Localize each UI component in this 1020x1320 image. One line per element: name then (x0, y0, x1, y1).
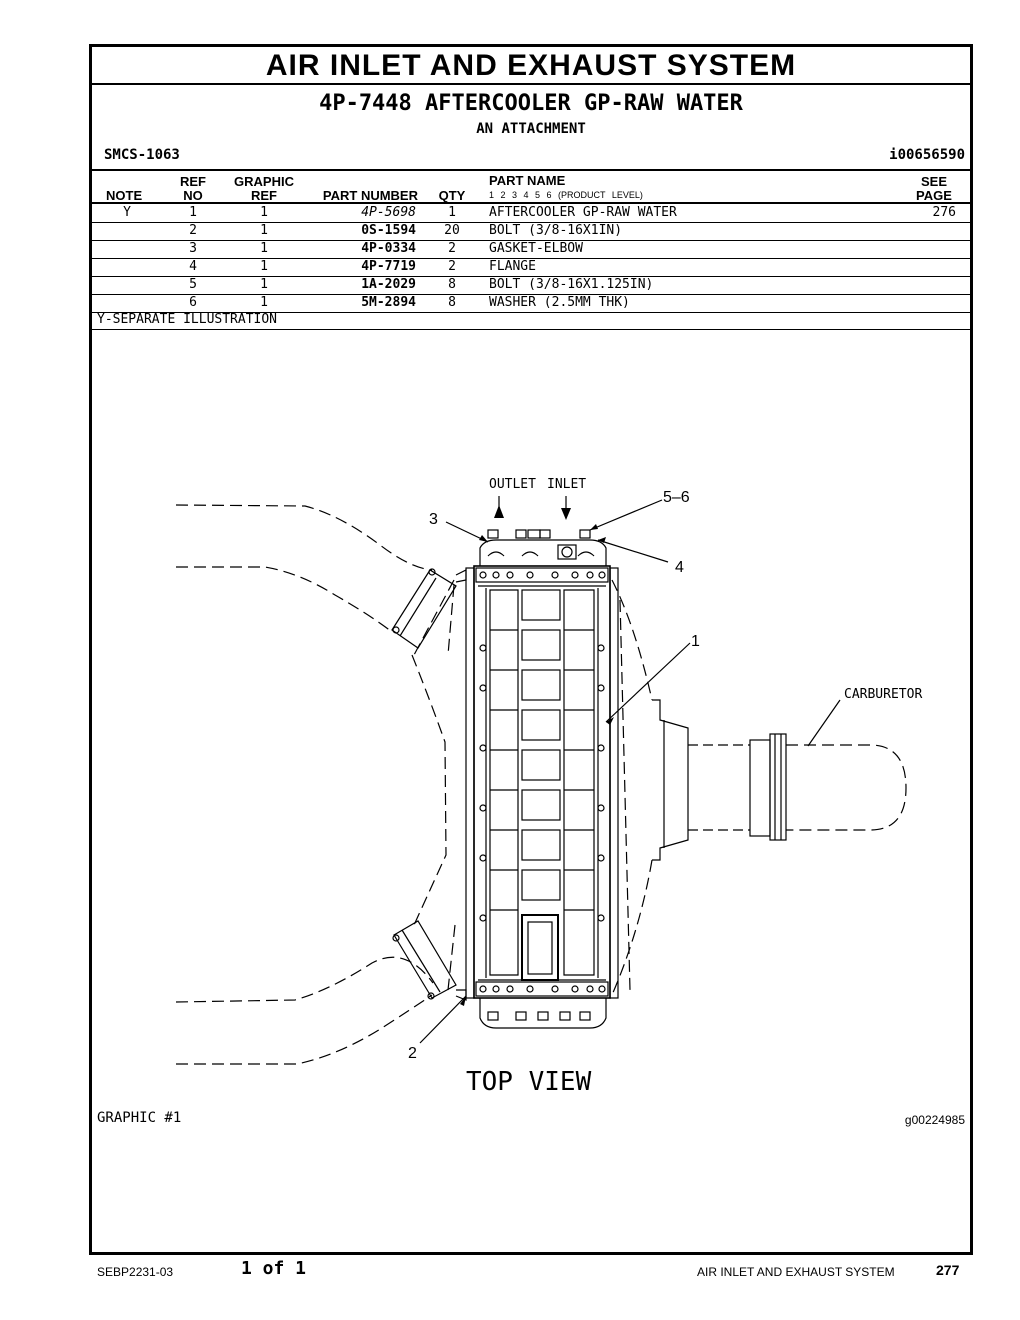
leader-arrow-icon (590, 524, 598, 530)
footer-page-of: 1 of 1 (241, 1258, 307, 1279)
cell-graphic-ref: 1 (260, 241, 268, 256)
inlet-arrow-icon (561, 508, 571, 520)
header-product-levels: 1 2 3 4 5 6 (PRODUCT LEVEL) (489, 190, 643, 200)
callout-5-6: 5–6 (663, 489, 690, 506)
header-page: PAGE (916, 188, 952, 203)
cell-graphic-ref: 1 (260, 295, 268, 310)
header-qty: QTY (438, 188, 466, 203)
cell-qty: 2 (448, 259, 456, 274)
page-frame: AIR INLET AND EXHAUST SYSTEM 4P-7448 AFT… (89, 44, 973, 1255)
cell-part-name: BOLT (3/8-16X1IN) (489, 223, 623, 238)
header-graphic-ref: REF (251, 188, 277, 203)
cell-ref-no: 2 (189, 223, 197, 238)
graphic-id: g00224985 (904, 1113, 965, 1127)
cell-part-name: BOLT (3/8-16X1.125IN) (489, 277, 654, 292)
footer-page-number: 277 (936, 1262, 960, 1278)
cell-graphic-ref: 1 (260, 259, 268, 274)
cell-part-number[interactable]: 4P-5698 (361, 205, 416, 220)
callout-4: 4 (675, 559, 684, 576)
engine-outline-right (611, 579, 653, 996)
label-carburetor: CARBURETOR (844, 687, 922, 702)
leader-arrow-icon (460, 996, 466, 1006)
cell-part-number: 0S-1594 (361, 223, 416, 238)
header-no: NO (183, 188, 203, 203)
label-inlet: INLET (547, 477, 586, 492)
cell-part-number: 1A-2029 (361, 277, 416, 292)
table-row: 3 1 4P-0334 2 GASKET-ELBOW (92, 240, 970, 259)
cell-ref-no: 5 (189, 277, 197, 292)
table-row: 2 1 0S-1594 20 BOLT (3/8-16X1IN) (92, 222, 970, 241)
cell-part-name: WASHER (2.5MM THK) (489, 295, 630, 310)
cell-qty: 2 (448, 241, 456, 256)
header-see: SEE (920, 174, 947, 189)
cell-part-number: 5M-2894 (361, 295, 416, 310)
group-title: 4P-7448 AFTERCOOLER GP-RAW WATER (319, 91, 743, 116)
elbow-flange-upper (391, 568, 467, 649)
table-row: 6 1 5M-2894 8 WASHER (2.5MM THK) (92, 294, 970, 313)
outlet-arrow-icon (494, 505, 504, 518)
cell-see-page[interactable]: 276 (932, 205, 956, 220)
cell-qty: 8 (448, 277, 456, 292)
callout-1: 1 (691, 633, 700, 650)
group-subtitle: AN ATTACHMENT (476, 121, 586, 137)
table-row: 5 1 1A-2029 8 BOLT (3/8-16X1.125IN) (92, 276, 970, 295)
cell-ref-no: 6 (189, 295, 197, 310)
cell-qty: 20 (444, 223, 460, 238)
header-divider (92, 169, 970, 171)
footer-doc-number: SEBP2231-03 (97, 1265, 174, 1279)
leader-arrow-icon (479, 535, 488, 542)
cell-qty: 8 (448, 295, 456, 310)
illustration-id: i00656590 (889, 147, 965, 163)
header-graphic: GRAPHIC (234, 174, 294, 189)
cell-note: Y (123, 205, 131, 220)
label-outlet: OUTLET (489, 477, 536, 492)
leader-lines (419, 499, 841, 1044)
cell-part-name: AFTERCOOLER GP-RAW WATER (489, 205, 677, 220)
engine-outline-left (175, 504, 456, 1065)
header-part-number: PART NUMBER (322, 188, 418, 203)
header-note: NOTE (106, 188, 143, 203)
water-header-top (479, 529, 607, 566)
cell-part-name: GASKET-ELBOW (489, 241, 583, 256)
cell-ref-no: 4 (189, 259, 197, 274)
callout-2: 2 (408, 1045, 417, 1062)
label-view: TOP VIEW (466, 1067, 592, 1097)
table-top-rule (92, 202, 970, 204)
cell-qty: 1 (448, 205, 456, 220)
cell-part-number: 4P-7719 (361, 259, 416, 274)
cell-ref-no: 1 (189, 205, 197, 220)
section-title: AIR INLET AND EXHAUST SYSTEM (92, 47, 970, 85)
water-header-bottom (479, 998, 607, 1029)
flow-arrows (498, 496, 567, 518)
header-part-name: PART NAME (489, 173, 566, 188)
table-footnote: Y-SEPARATE ILLUSTRATION (92, 312, 970, 330)
table-row: 4 1 4P-7719 2 FLANGE (92, 258, 970, 277)
cell-graphic-ref: 1 (260, 205, 268, 220)
cell-graphic-ref: 1 (260, 223, 268, 238)
graphic-label: GRAPHIC #1 (97, 1110, 182, 1126)
aftercooler-body (465, 565, 619, 999)
callout-3: 3 (429, 511, 438, 528)
header-ref: REF (180, 174, 206, 189)
cell-part-name: FLANGE (489, 259, 536, 274)
table-row: Y 1 1 4P-5698 1 AFTERCOOLER GP-RAW WATER… (92, 204, 970, 223)
leader-arrow-icon (606, 717, 614, 725)
cell-ref-no: 3 (189, 241, 197, 256)
cell-graphic-ref: 1 (260, 277, 268, 292)
footer-section: AIR INLET AND EXHAUST SYSTEM (697, 1265, 895, 1279)
cell-part-number: 4P-0334 (361, 241, 416, 256)
outlet-elbow-right (652, 699, 907, 861)
smcs-code: SMCS-1063 (104, 147, 180, 163)
leader-arrow-icon (598, 537, 606, 543)
elbow-flange-lower (392, 920, 467, 1001)
